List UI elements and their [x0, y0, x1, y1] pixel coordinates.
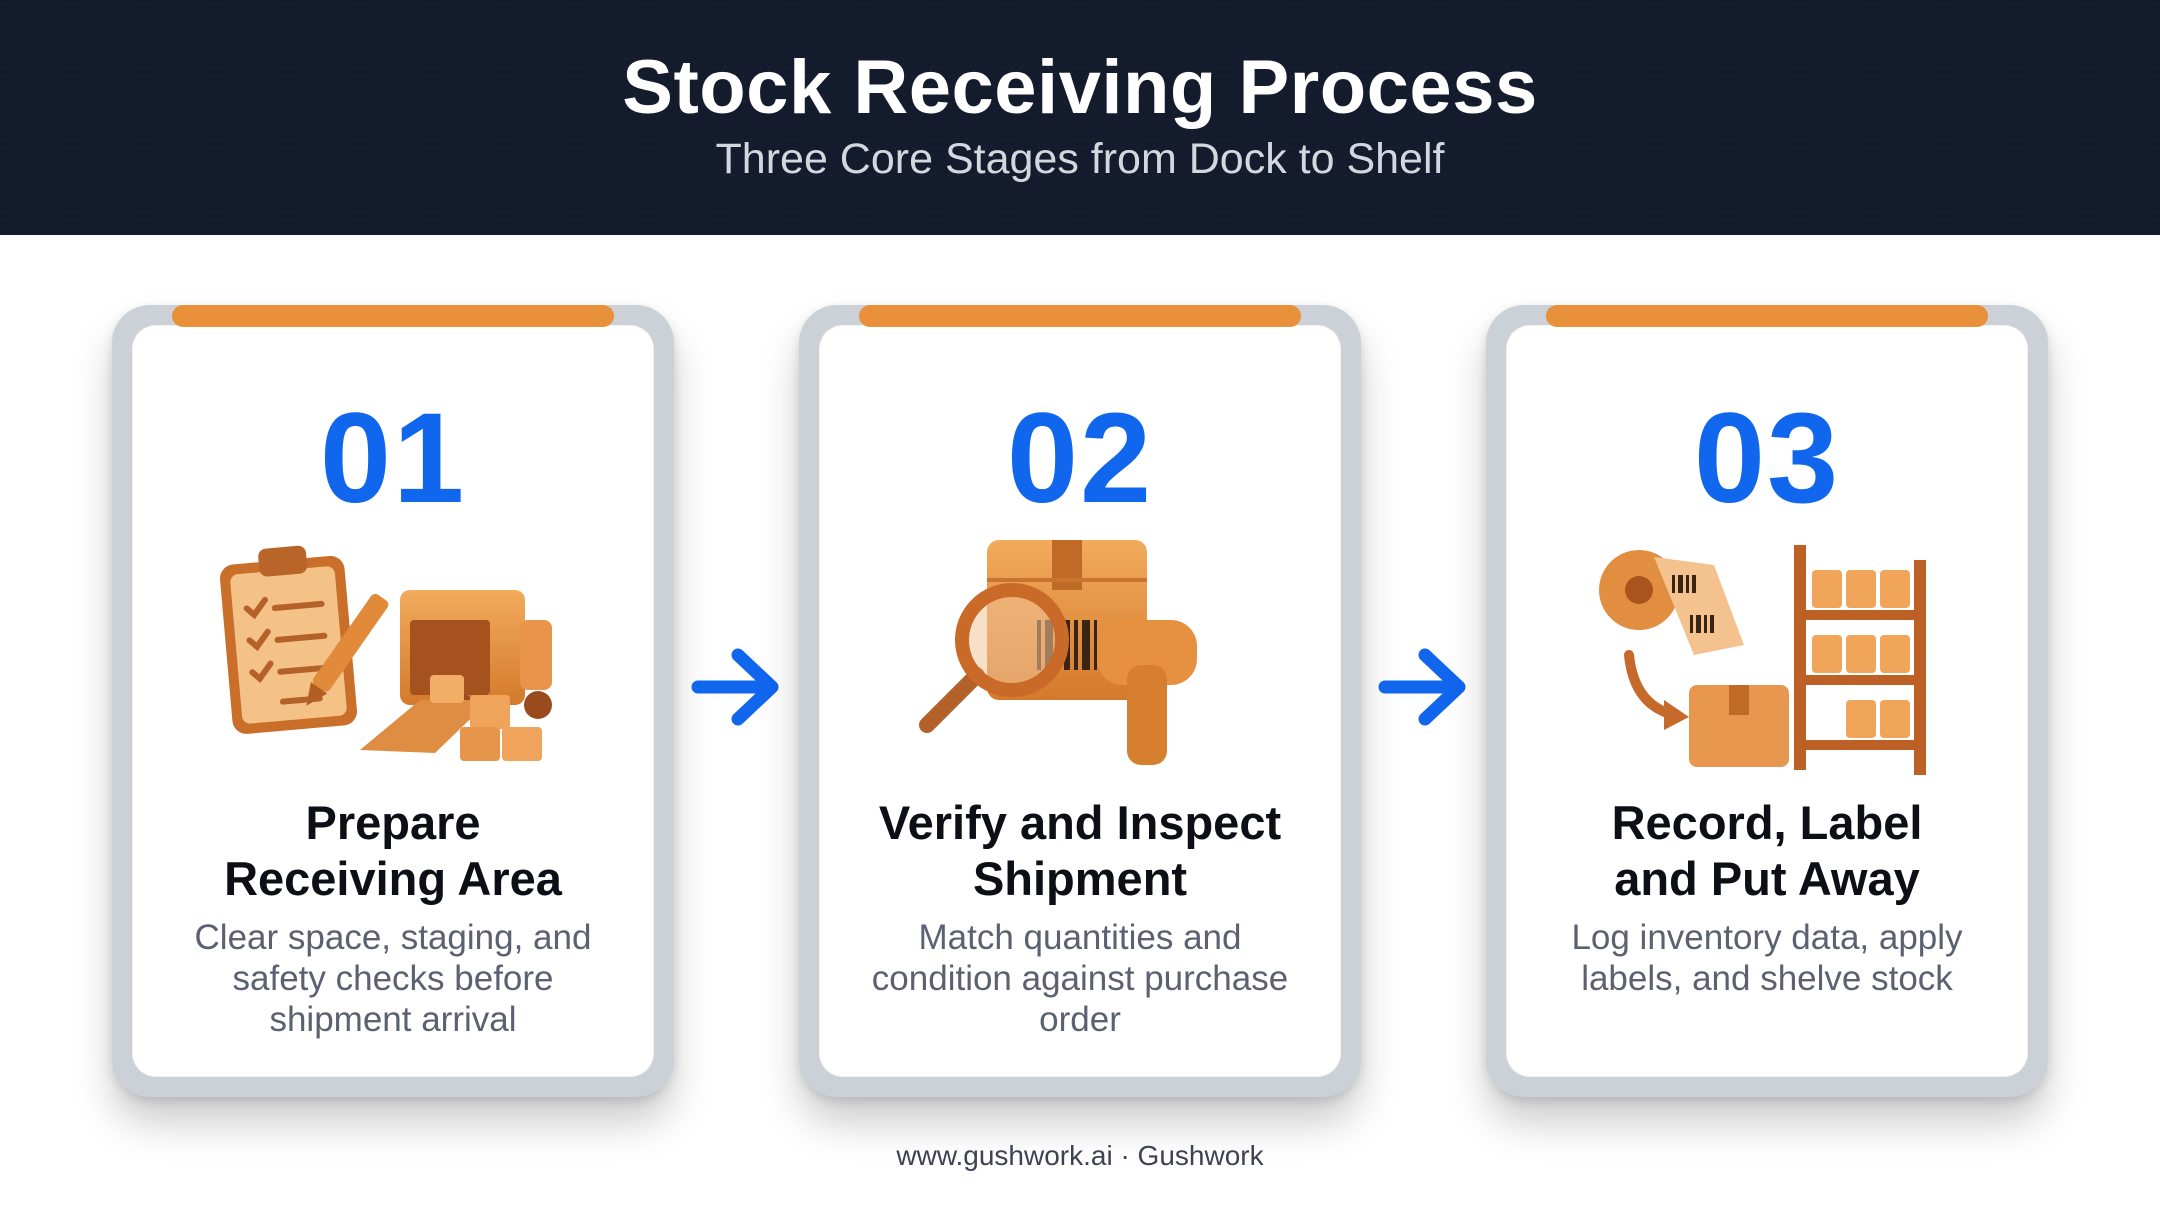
step-title-3: Record, Label and Put Away [1611, 796, 1923, 905]
step-number-3: 03 [1693, 387, 1841, 530]
step-desc-1: Clear space, staging, and safety checks … [194, 918, 592, 1039]
label-roll-shelf-icon [1599, 545, 1926, 775]
step-card-3-body: 03 [1506, 325, 2028, 1077]
step-card-2-accent-bar [859, 305, 1301, 327]
step-card-3: 03 [1486, 305, 2048, 1097]
page-subtitle: Three Core Stages from Dock to Shelf [715, 135, 1445, 183]
header-banner: Stock Receiving Process Three Core Stage… [0, 0, 2160, 235]
step-card-1-accent-bar [172, 305, 614, 327]
arrow-right-icon [691, 648, 779, 726]
arrow-right-icon [1378, 648, 1466, 726]
footer-credit: www.gushwork.ai · Gushwork [896, 1140, 1264, 1171]
page-title: Stock Receiving Process [622, 45, 1538, 130]
step-card-2: 02 Verify [799, 305, 1361, 1097]
step-desc-2: Match quantities and condition against p… [871, 918, 1289, 1039]
step-card-3-accent-bar [1546, 305, 1988, 327]
step-desc-3: Log inventory data, apply labels, and sh… [1571, 918, 1963, 998]
step-title-2: Verify and Inspect Shipment [878, 796, 1282, 905]
step-card-2-body: 02 Verify [819, 325, 1341, 1077]
step-title-1: Prepare Receiving Area [224, 796, 562, 905]
step-number-2: 02 [1006, 387, 1154, 530]
step-card-1: 01 [112, 305, 674, 1097]
step-card-1-body: 01 [132, 325, 654, 1077]
clipboard-truck-icon [220, 545, 552, 761]
magnifier-scanner-box-icon [919, 540, 1197, 765]
step-number-1: 01 [319, 387, 467, 530]
